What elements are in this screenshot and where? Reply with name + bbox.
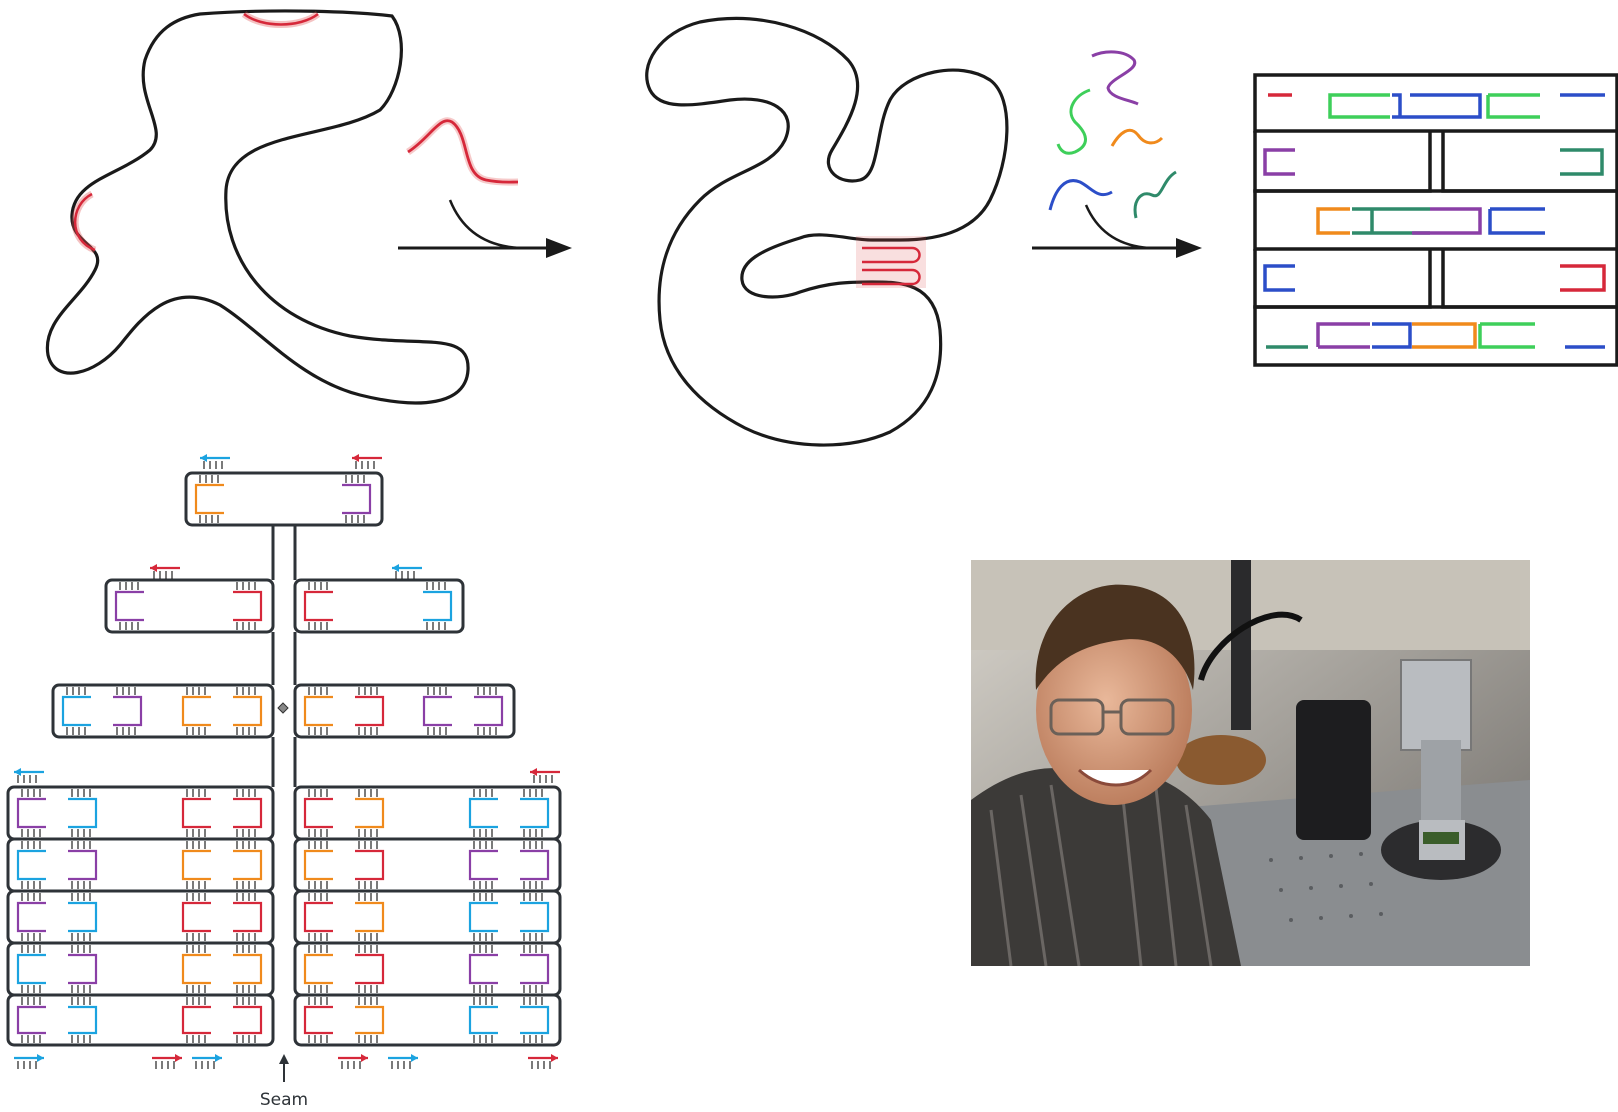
staple-bracket	[520, 953, 550, 985]
staple-bracket	[355, 953, 385, 985]
staple-bracket	[468, 849, 498, 881]
staple-bracket	[233, 901, 263, 933]
arrowhead-icon	[361, 1054, 368, 1062]
staple-bracket	[68, 849, 98, 881]
arrowhead-icon	[411, 1054, 418, 1062]
staple-bracket	[303, 797, 333, 829]
scaffold-tile	[6, 837, 275, 893]
staple-bracket	[355, 901, 385, 933]
scaffold-tile	[6, 993, 275, 1047]
staple-bracket	[113, 695, 143, 727]
right-arrow-icon	[398, 199, 572, 258]
staple-bracket	[68, 1005, 98, 1035]
scaffold-tile	[293, 993, 562, 1047]
staple-bracket	[114, 590, 144, 622]
staple-bracket	[233, 695, 263, 727]
right-arrow-icon	[1032, 204, 1202, 258]
scaffold-tile	[51, 683, 275, 739]
arrowhead-icon	[175, 1054, 182, 1062]
staple-bracket	[181, 901, 211, 933]
staple-bracket	[61, 695, 91, 727]
arrowhead-icon	[530, 768, 537, 776]
staple-bracket	[68, 953, 98, 985]
rectangular-origami	[1253, 73, 1618, 367]
staple-bracket	[16, 1005, 46, 1035]
scaffold-tile	[6, 941, 275, 997]
staple-bracket	[422, 695, 452, 727]
scaffold-tile	[293, 578, 465, 634]
staple-bracket	[342, 483, 372, 515]
staple-bracket	[520, 849, 550, 881]
staple-bracket	[233, 1005, 263, 1035]
scaffold-tile	[104, 578, 275, 634]
staple-bracket	[468, 1005, 498, 1035]
staple-bracket	[181, 797, 211, 829]
staple-bracket	[233, 849, 263, 881]
scaffold-tile	[293, 683, 516, 739]
portrait-photo	[971, 560, 1530, 966]
staple-bracket	[16, 953, 46, 985]
staple-bracket	[68, 797, 98, 829]
scaffold-loop-1	[45, 9, 470, 405]
scaffold-tile	[293, 889, 562, 945]
scaffold-tile	[293, 785, 562, 841]
staple-bracket	[303, 695, 333, 727]
staple-bracket	[423, 590, 453, 622]
staple-bracket	[233, 797, 263, 829]
staple-bracket	[194, 483, 224, 515]
seam-pointer: Seam	[260, 1054, 308, 1110]
scaffold-tile	[293, 837, 562, 893]
staple-bracket	[355, 849, 385, 881]
scaffold-tile	[6, 889, 275, 945]
arrowhead-icon	[150, 564, 157, 572]
scaffold-tile	[184, 471, 384, 527]
seam-label: Seam	[260, 1090, 308, 1110]
staple-bracket	[68, 901, 98, 933]
staple-bracket	[16, 901, 46, 933]
staple-bracket	[468, 901, 498, 933]
staple-bracket	[303, 1005, 333, 1035]
staple-bracket	[474, 695, 504, 727]
staple-bracket	[468, 953, 498, 985]
staple-strand-red	[406, 117, 519, 186]
staple-bracket	[303, 953, 333, 985]
hybridized-staple	[856, 236, 926, 288]
staple-bracket	[181, 849, 211, 881]
staple-strands-mix	[1048, 50, 1177, 219]
staple-bracket	[303, 590, 333, 622]
arrowhead-icon	[215, 1054, 222, 1062]
arrowhead-icon	[392, 564, 399, 572]
staple-bracket	[303, 849, 333, 881]
staple-bracket	[520, 797, 550, 829]
arrowhead-icon	[200, 454, 207, 462]
arrowhead-icon	[14, 768, 21, 776]
staple-bracket	[181, 1005, 211, 1035]
scaffold-tile	[6, 785, 275, 841]
staple-bracket	[355, 1005, 385, 1035]
staple-bracket	[468, 797, 498, 829]
scaffold-loop-2	[645, 16, 1009, 447]
staple-bracket	[181, 953, 211, 985]
staple-bracket	[355, 797, 385, 829]
staple-bracket	[355, 695, 385, 727]
staple-bracket	[520, 901, 550, 933]
center-marker	[277, 702, 289, 714]
arrowhead-icon	[352, 454, 359, 462]
staple-bracket	[16, 849, 46, 881]
staple-bracket	[181, 695, 211, 727]
staple-bracket	[303, 901, 333, 933]
scaffold-tile	[293, 941, 562, 997]
staple-bracket	[520, 1005, 550, 1035]
arrowhead-icon	[37, 1054, 44, 1062]
staple-bracket	[233, 590, 263, 622]
staple-bracket	[233, 953, 263, 985]
staple-bracket	[16, 797, 46, 829]
tiled-origami-diagram	[6, 454, 562, 1069]
arrowhead-icon	[551, 1054, 558, 1062]
diamond-icon	[277, 702, 289, 714]
